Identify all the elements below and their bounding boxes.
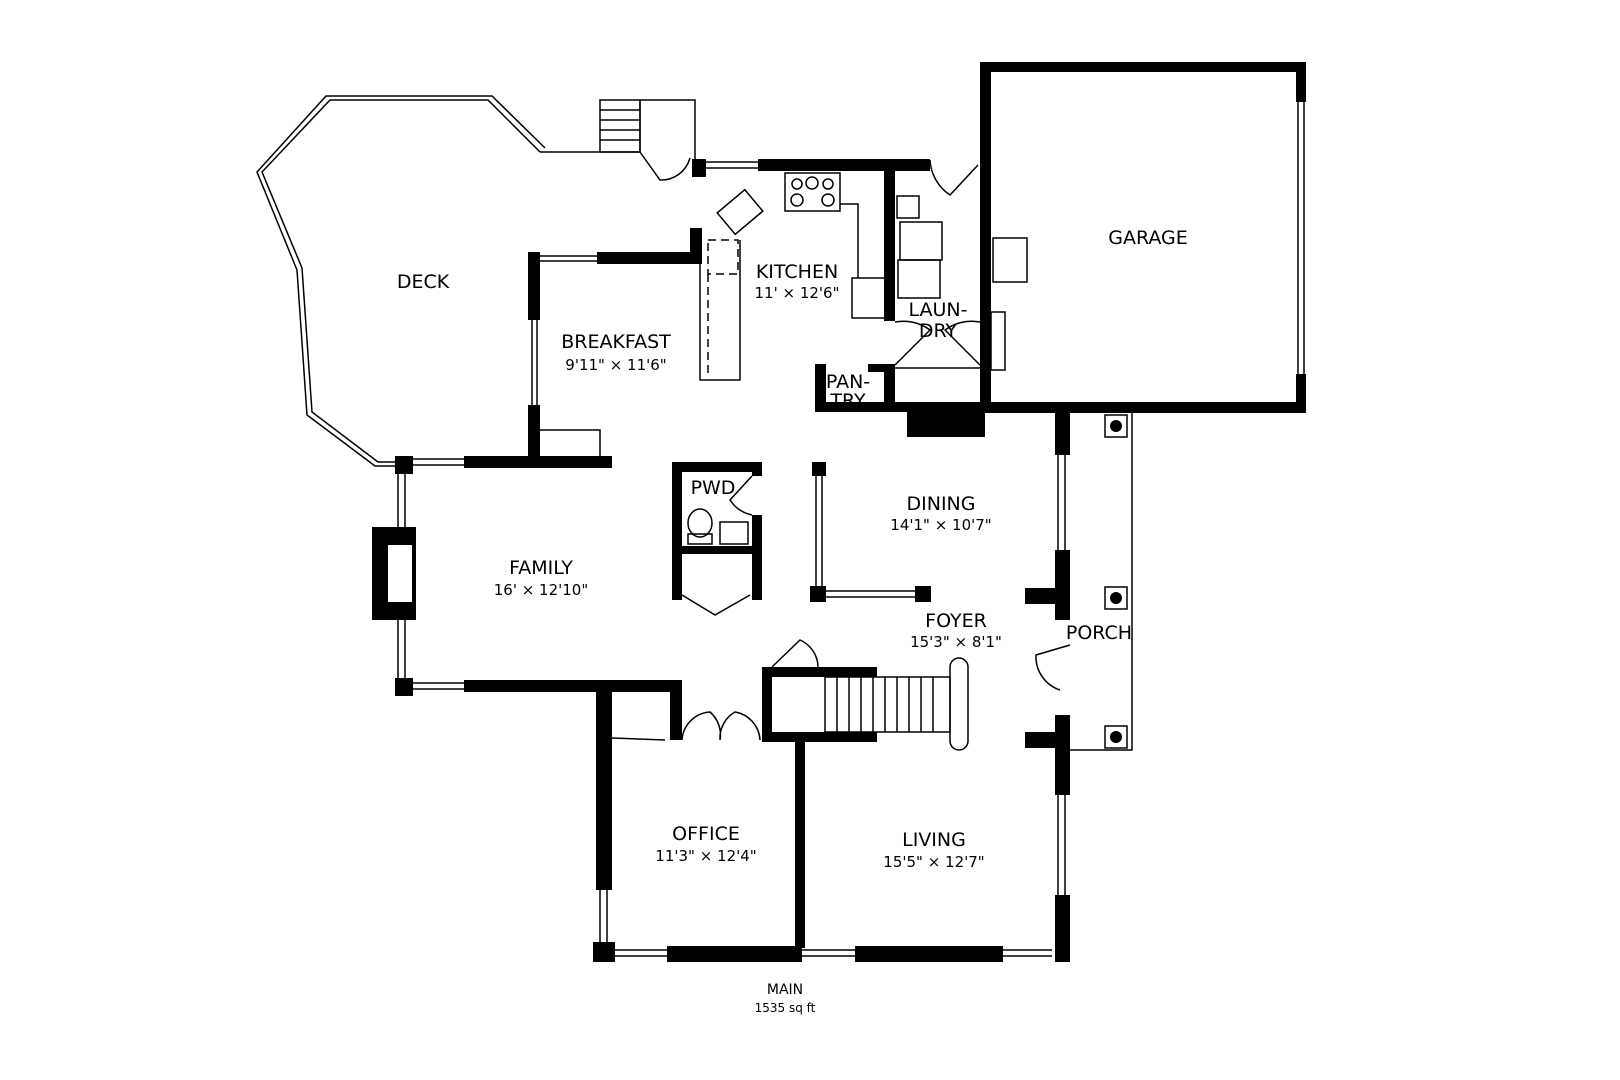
pantry-label-line1: PAN- xyxy=(826,371,870,393)
garage-label: GARAGE xyxy=(1108,227,1188,249)
dining-walls xyxy=(810,462,931,602)
kitchen-label: KITCHEN xyxy=(756,261,838,283)
garage-walls xyxy=(980,62,1306,413)
family-walls xyxy=(372,456,682,696)
office-label: OFFICE xyxy=(672,823,740,845)
powder-label: PWD xyxy=(691,477,736,499)
laundry-label-line1: LAUN- xyxy=(909,299,968,321)
office-size: 11'3" × 12'4" xyxy=(655,847,756,865)
laundry-label-line2: DRY xyxy=(919,320,958,342)
office-walls xyxy=(593,680,1052,962)
dining-label: DINING xyxy=(907,493,976,515)
deck-label: DECK xyxy=(397,271,450,293)
family-size: 16' × 12'10" xyxy=(494,581,589,599)
kitchen-walls xyxy=(692,159,985,437)
floor-area: 1535 sq ft xyxy=(755,1001,816,1015)
kitchen-size: 11' × 12'6" xyxy=(755,284,840,302)
dining-size: 14'1" × 10'7" xyxy=(890,516,991,534)
foyer-stairs xyxy=(762,639,969,751)
powder-room-walls xyxy=(672,462,762,616)
porch-walls xyxy=(1025,411,1133,962)
breakfast-size: 9'11" × 11'6" xyxy=(565,356,666,374)
floor-name: MAIN xyxy=(767,982,803,998)
deck-stairs xyxy=(599,99,691,181)
family-label: FAMILY xyxy=(509,557,573,579)
living-size: 15'5" × 12'7" xyxy=(883,853,984,871)
breakfast-walls xyxy=(528,228,702,467)
living-label: LIVING xyxy=(902,829,966,851)
breakfast-label: BREAKFAST xyxy=(561,331,671,353)
porch-label: PORCH xyxy=(1066,622,1132,644)
foyer-size: 15'3" × 8'1" xyxy=(910,633,1002,651)
foyer-label: FOYER xyxy=(925,610,987,632)
pantry-label-line2: TRY xyxy=(829,390,866,412)
